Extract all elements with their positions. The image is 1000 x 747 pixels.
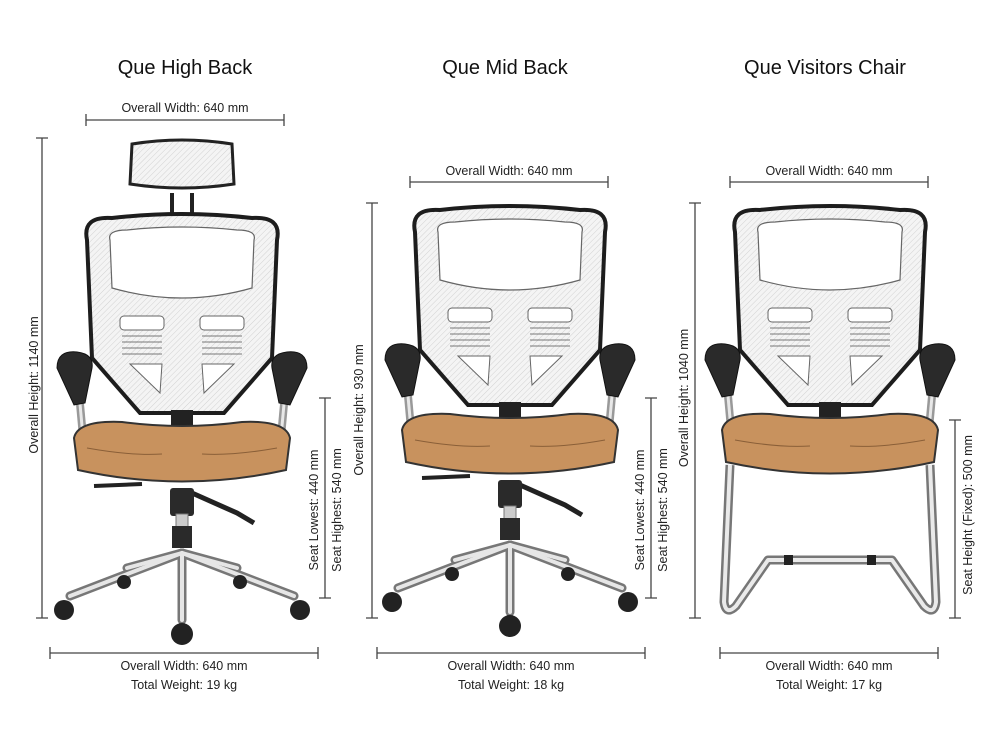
weight-label: Total Weight: 17 kg <box>776 678 882 692</box>
width-dimension-top: Overall Width: 640 mm <box>85 101 285 126</box>
chair-title: Que Visitors Chair <box>744 57 906 79</box>
dimension-label: Overall Width: 640 mm <box>765 659 892 673</box>
width-dimension-bottom: Overall Width: 640 mm Total Weight: 18 k… <box>376 647 646 692</box>
width-dimension-top: Overall Width: 640 mm <box>409 164 609 188</box>
dimension-label: Overall Height: 1140 mm <box>27 316 41 453</box>
height-dimension: Overall Height: 930 mm <box>352 202 378 619</box>
chair-title: Que High Back <box>118 57 254 79</box>
chair-mid-back: Que Mid Back Overall Width: 640 mm Overa… <box>352 57 670 692</box>
dimension-label: Overall Width: 640 mm <box>121 101 248 115</box>
chair-illustration <box>382 204 638 637</box>
chair-title: Que Mid Back <box>442 57 569 79</box>
chair-visitors: Que Visitors Chair Overall Width: 640 mm… <box>677 57 975 692</box>
dimension-label: Seat Height (Fixed): 500 mm <box>961 435 975 595</box>
seat-height-dimension: Seat Lowest: 440 mm Seat Highest: 540 mm <box>307 397 344 599</box>
weight-label: Total Weight: 18 kg <box>458 678 564 692</box>
dimension-label: Seat Lowest: 440 mm <box>307 450 321 571</box>
chair-high-back: Que High Back Overall Width: 640 mm Over… <box>27 57 344 692</box>
height-dimension: Overall Height: 1040 mm <box>677 202 701 619</box>
seat-height-dimension: Seat Lowest: 440 mm Seat Highest: 540 mm <box>633 397 670 599</box>
dimension-label: Overall Width: 640 mm <box>120 659 247 673</box>
chair-illustration <box>705 204 955 610</box>
weight-label: Total Weight: 19 kg <box>131 678 237 692</box>
dimension-label: Overall Width: 640 mm <box>447 659 574 673</box>
height-dimension: Overall Height: 1140 mm <box>27 137 48 619</box>
dimension-label: Seat Lowest: 440 mm <box>633 450 647 571</box>
dimension-label: Seat Highest: 540 mm <box>656 448 670 572</box>
chair-illustration <box>54 138 310 645</box>
dimension-label: Overall Height: 930 mm <box>352 344 366 475</box>
dimension-label: Overall Width: 640 mm <box>445 164 572 178</box>
dimension-label: Overall Width: 640 mm <box>765 164 892 178</box>
width-dimension-top: Overall Width: 640 mm <box>729 164 929 188</box>
dimension-label: Overall Height: 1040 mm <box>677 329 691 467</box>
seat-height-dimension: Seat Height (Fixed): 500 mm <box>949 419 975 619</box>
width-dimension-bottom: Overall Width: 640 mm Total Weight: 17 k… <box>719 647 939 692</box>
width-dimension-bottom: Overall Width: 640 mm Total Weight: 19 k… <box>49 647 319 692</box>
dimension-label: Seat Highest: 540 mm <box>330 448 344 572</box>
